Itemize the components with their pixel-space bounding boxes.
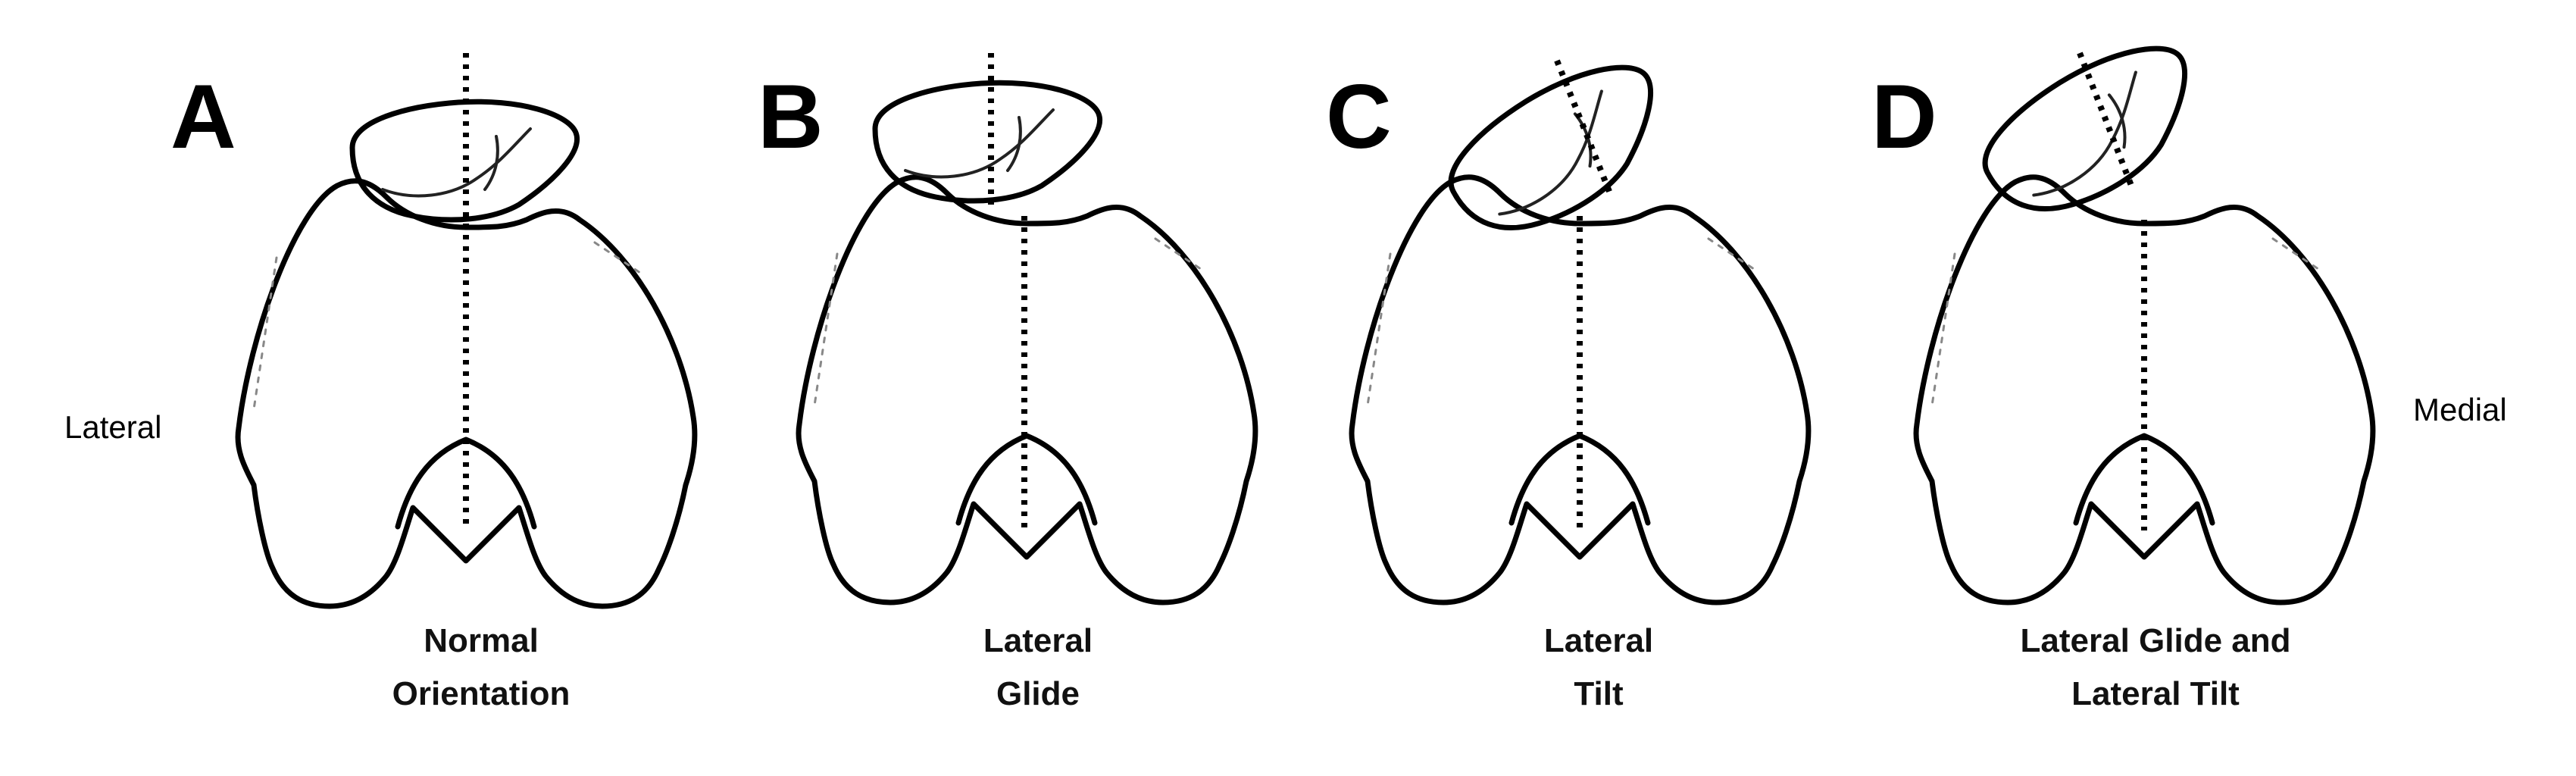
caption-d-line1: Lateral Glide and xyxy=(2021,622,2291,659)
panel-letter-b: B xyxy=(758,66,824,167)
patella-b xyxy=(875,83,1100,201)
caption-a-line1: Normal xyxy=(424,622,539,659)
caption-c-line2: Tilt xyxy=(1574,675,1624,712)
panel-b: B Lateral Glide xyxy=(758,53,1255,712)
panel-letter-c: C xyxy=(1326,66,1392,167)
caption-d-line2: Lateral Tilt xyxy=(2071,675,2240,712)
caption-b-line1: Lateral xyxy=(983,622,1093,659)
caption-a-line2: Orientation xyxy=(392,675,571,712)
caption-c-line1: Lateral xyxy=(1544,622,1653,659)
patella-d xyxy=(1966,27,2220,236)
caption-b-line2: Glide xyxy=(996,675,1080,712)
femur-outline-b xyxy=(799,177,1255,602)
lateral-label: Lateral xyxy=(64,409,161,445)
patella-axis-c xyxy=(1554,59,1613,195)
panel-d: D Lateral Glide and Lateral Tilt xyxy=(1871,27,2373,712)
femur-outline-c xyxy=(1352,177,1809,602)
patella-axis-d xyxy=(2077,52,2136,191)
medial-label: Medial xyxy=(2413,392,2507,427)
panel-letter-d: D xyxy=(1871,66,1937,167)
panel-a: A Normal Orientation xyxy=(170,53,695,712)
femur-outline-a xyxy=(238,181,695,606)
femur-outline-d xyxy=(1916,177,2373,602)
panel-letter-a: A xyxy=(170,66,236,167)
panel-c: C Lateral Tilt xyxy=(1326,45,1809,712)
